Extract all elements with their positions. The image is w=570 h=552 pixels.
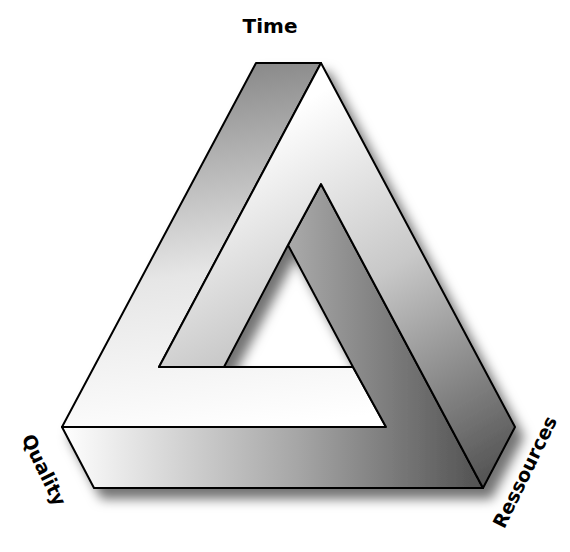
right-face <box>159 63 515 488</box>
corner-label: Quality <box>19 431 70 509</box>
triangle-faces <box>62 63 515 488</box>
corner-label: Time <box>243 16 298 36</box>
